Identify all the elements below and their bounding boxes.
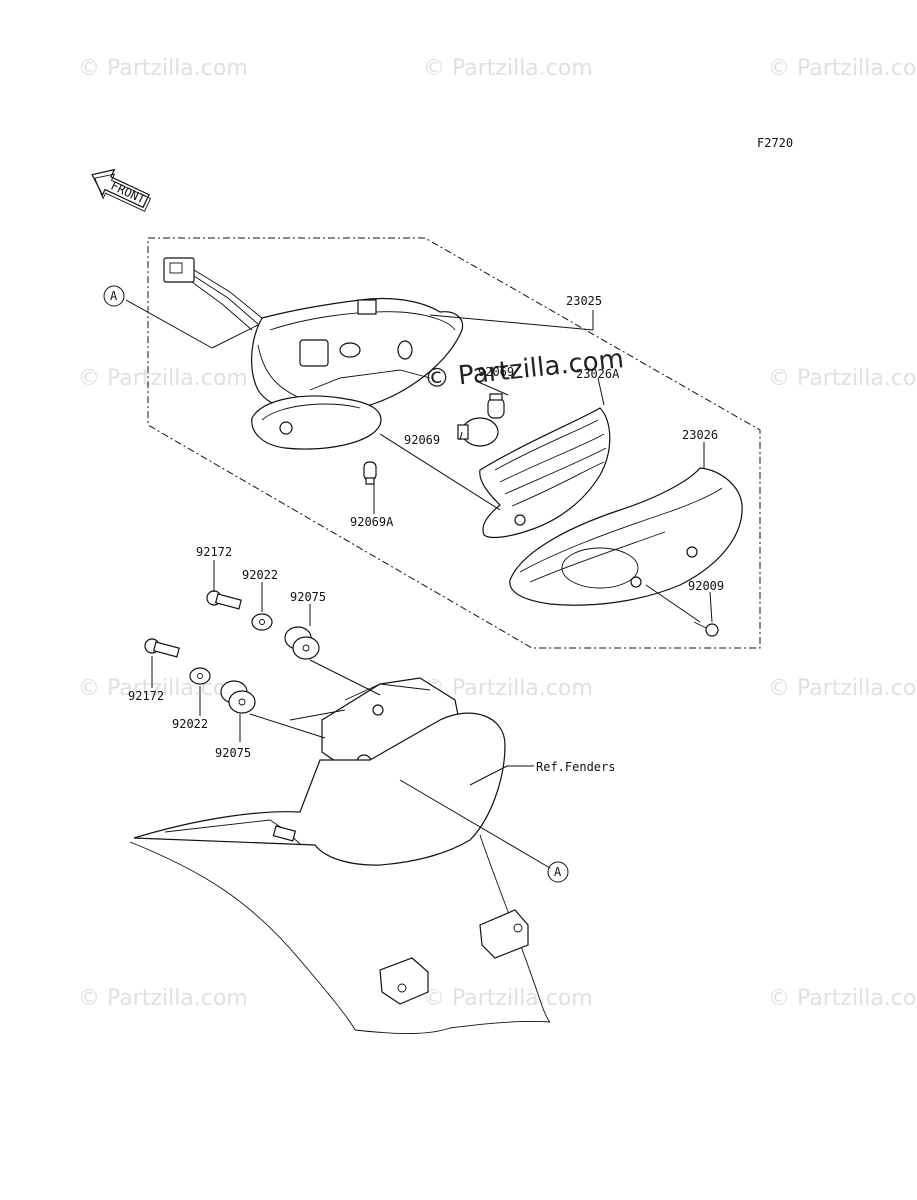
watermark: © Partzilla.com <box>423 986 593 1011</box>
washer-lower-icon <box>189 667 211 685</box>
label-ref-fenders: Ref.Fenders <box>536 760 615 774</box>
screw-icon <box>693 621 719 637</box>
label-92075-lower: 92075 <box>215 746 251 760</box>
bulb-upper-icon <box>487 393 505 419</box>
watermark: © Partzilla.com <box>423 676 593 701</box>
marker-a-label: A <box>110 289 118 303</box>
label-92022-lower: 92022 <box>172 717 208 731</box>
label-23026: 23026 <box>682 428 718 442</box>
label-92069-upper: 92069 <box>478 365 514 379</box>
watermark: © Partzilla.com <box>768 56 917 81</box>
watermark: © Partzilla.com <box>78 56 248 81</box>
leader-lines <box>125 299 713 869</box>
watermark: © Partzilla.com <box>423 56 593 81</box>
label-23026a: 23026A <box>576 367 620 381</box>
label-92022-upper: 92022 <box>242 568 278 582</box>
taillight-housing <box>163 257 464 450</box>
label-92069a: 92069A <box>350 515 394 529</box>
label-92172-upper: 92172 <box>196 545 232 559</box>
lens-right <box>509 467 743 606</box>
grommet-lower-icon <box>220 680 256 714</box>
watermark: © Partzilla.com <box>768 986 917 1011</box>
watermark: © Partzilla.com <box>78 986 248 1011</box>
watermark-layer: © Partzilla.com © Partzilla.com © Partzi… <box>78 56 917 1011</box>
figure-code: F2720 <box>757 136 793 150</box>
grommet-upper-icon <box>284 626 320 660</box>
front-arrow-icon: FRONT <box>91 168 152 212</box>
label-92075-upper: 92075 <box>290 590 326 604</box>
watermark: © Partzilla.com <box>78 366 248 391</box>
label-92172-lower: 92172 <box>128 689 164 703</box>
lens-left <box>479 407 611 539</box>
bolt-lower-icon <box>144 638 180 658</box>
bulb-main-icon <box>457 417 499 447</box>
watermark: © Partzilla.com <box>768 366 917 391</box>
label-92069: 92069 <box>404 433 440 447</box>
bulb-small-icon <box>363 461 377 485</box>
marker-a-label: A <box>554 865 562 879</box>
watermark: © Partzilla.com <box>768 676 917 701</box>
washer-upper-icon <box>251 613 273 631</box>
fender-bracket <box>129 677 551 1034</box>
label-23025: 23025 <box>566 294 602 308</box>
reference-marker-a-top: A <box>103 285 125 307</box>
bolt-upper-icon <box>206 590 242 610</box>
assembly-boundary <box>147 237 761 649</box>
front-label: FRONT <box>109 179 148 207</box>
reference-marker-a-bottom: A <box>547 861 569 883</box>
label-92009: 92009 <box>688 579 724 593</box>
watermark: © Partzilla.com <box>78 676 248 701</box>
